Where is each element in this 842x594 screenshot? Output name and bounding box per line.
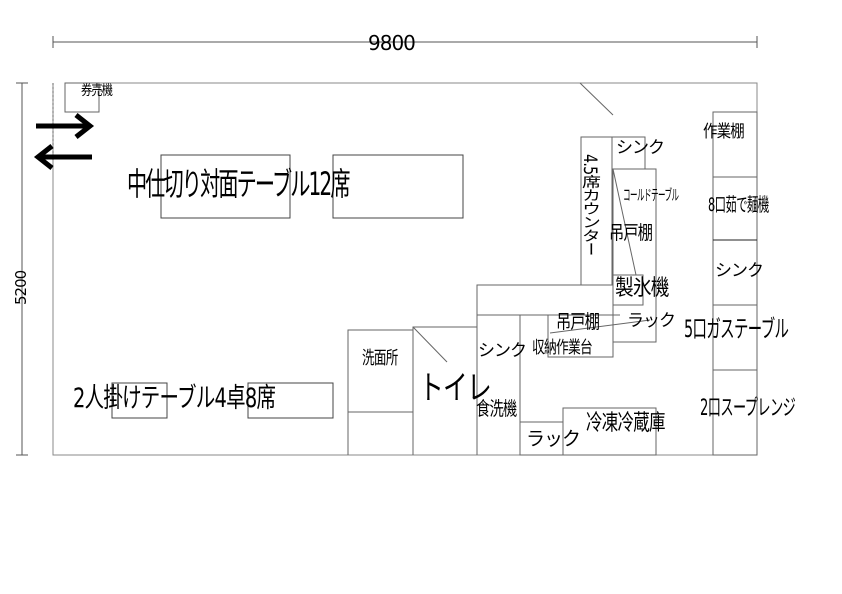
- sink-label: シンク: [616, 138, 665, 158]
- partition-table-label: 中仕切り対面テーブル12席: [127, 165, 351, 203]
- fridge-label: 冷凍冷蔵庫: [586, 411, 666, 436]
- tables: [111, 154, 464, 419]
- noodle-boiler-label: 8口茹で麺機: [708, 194, 769, 216]
- ticket-machine-label: 券売機: [81, 83, 113, 99]
- rack-label: ラック: [526, 428, 581, 450]
- counter-label: 4.5席カウンター: [579, 154, 601, 256]
- work-shelf-label: 作業棚: [703, 122, 745, 142]
- rack-label: ラック: [627, 311, 676, 331]
- gas-table-label: 5口ガステーブル: [684, 315, 789, 343]
- two-seat-tables-label: 2人掛けテーブル4卓8席: [73, 383, 276, 414]
- storage-worktable-label: 収納作業台: [532, 338, 593, 358]
- dishwasher-label: 食洗機: [476, 398, 517, 420]
- hanging-shelf-label: 吊戸棚: [556, 311, 600, 333]
- soup-range-label: 2口スープレンジ: [700, 396, 796, 421]
- kitchen-fixtures: [476, 111, 758, 456]
- washroom-label: 洗面所: [362, 348, 398, 369]
- ice-machine-label: 製氷機: [615, 276, 669, 301]
- dimension-lines: [16, 36, 758, 456]
- toilet-label: トイレ: [419, 368, 492, 407]
- cold-table-label: コールドテーブル: [623, 186, 679, 204]
- width-dimension: 9800: [368, 31, 416, 55]
- entrance-arrows: [33, 113, 95, 170]
- restrooms: [347, 326, 477, 455]
- sink-label: シンク: [478, 341, 527, 361]
- height-dimension: 5200: [12, 270, 30, 305]
- hanging-shelf-label: 吊戸棚: [609, 222, 653, 244]
- sink-label: シンク: [715, 261, 764, 281]
